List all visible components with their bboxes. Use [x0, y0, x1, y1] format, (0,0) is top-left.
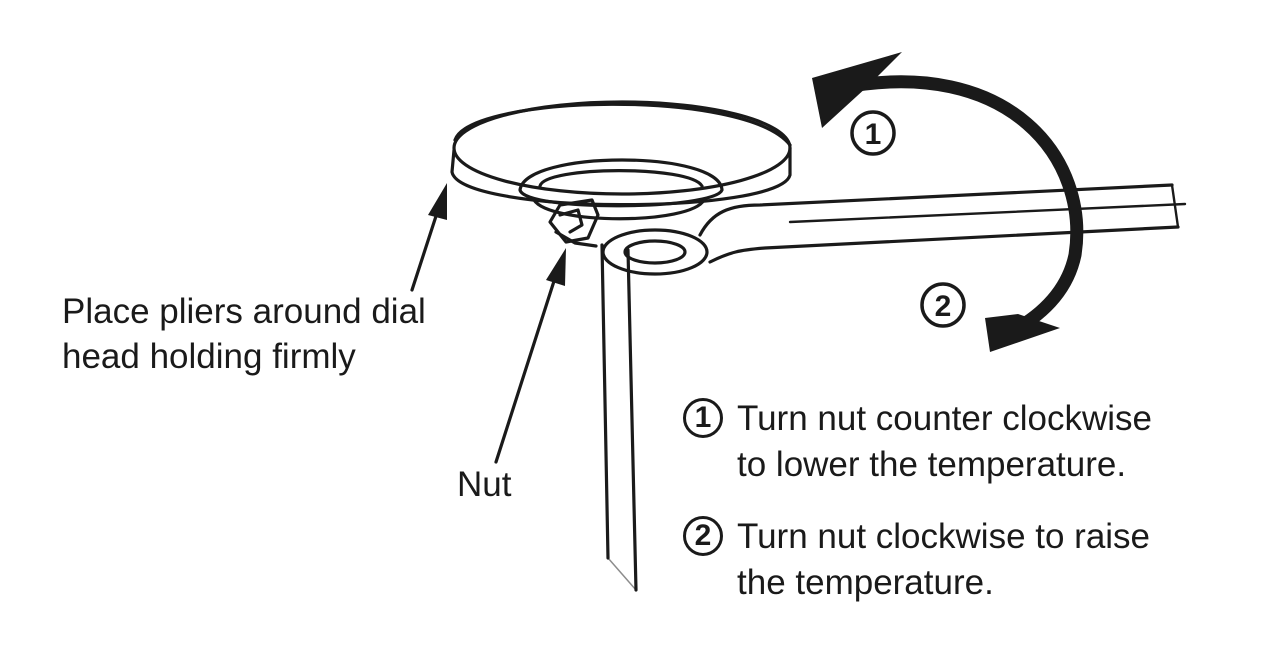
step-1: 1 Turn nut counter clockwise to lower th… [683, 396, 1152, 488]
nut-pointer-line [494, 276, 557, 464]
dial-pointer-arrowhead [428, 183, 447, 220]
step-number-badge: 2 [683, 516, 723, 556]
step-line: to lower the temperature. [737, 445, 1127, 484]
counterclockwise-marker: 1 [850, 110, 896, 156]
rotation-arc [838, 75, 1084, 341]
step-line: Turn nut clockwise to raise [737, 517, 1151, 556]
step-text: Turn nut counter clockwise to lower the … [737, 396, 1152, 488]
step-line: Turn nut counter clockwise [737, 399, 1152, 438]
nut-pointer-arrowhead [546, 248, 566, 286]
clockwise-marker: 2 [920, 282, 966, 328]
adjustment-nut [548, 198, 600, 248]
pliers-instruction-line2: head holding firmly [62, 337, 356, 376]
clockwise-arrowhead [985, 314, 1060, 352]
dial-head [450, 100, 792, 221]
pliers-instruction-line1: Place pliers around dial [62, 292, 426, 331]
nut-label: Nut [457, 465, 512, 504]
svg-text:2: 2 [935, 290, 952, 323]
wrench [601, 183, 1187, 276]
step-line: the temperature. [737, 563, 994, 602]
step-2: 2 Turn nut clockwise to raise the temper… [683, 514, 1150, 606]
counterclockwise-arrowhead [812, 52, 902, 128]
step-number-badge: 1 [683, 398, 723, 438]
step-text: Turn nut clockwise to raise the temperat… [737, 514, 1150, 606]
svg-text:1: 1 [865, 118, 882, 151]
thermostat-stem [600, 243, 638, 592]
dial-pointer-line [410, 208, 440, 292]
